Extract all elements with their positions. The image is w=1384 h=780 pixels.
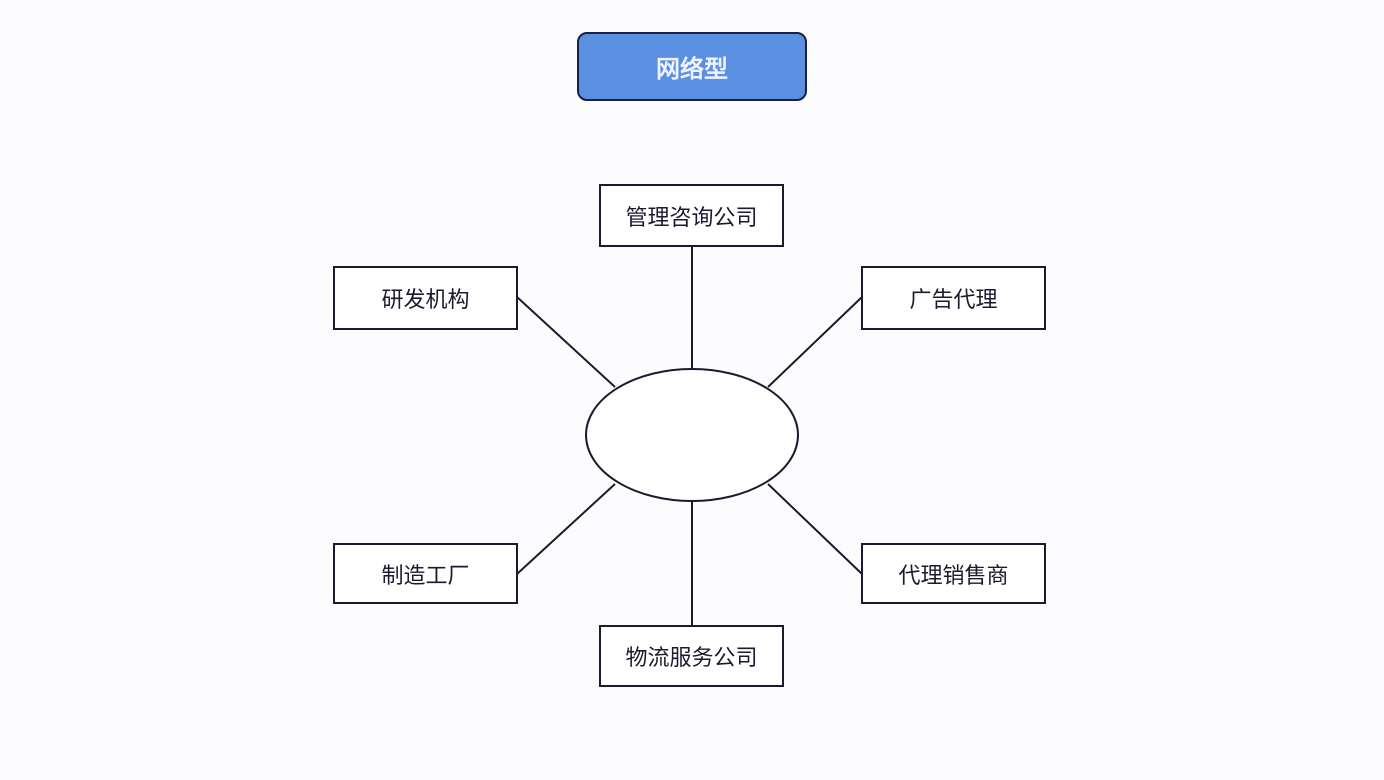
node-logistics-company: 物流服务公司 [599, 625, 784, 687]
node-manufacturing-plant: 制造工厂 [333, 543, 518, 604]
diagram-title: 网络型 [577, 32, 807, 101]
connector-lower-left [516, 483, 616, 575]
center-hub [585, 368, 799, 502]
connector-lower-right [767, 483, 863, 575]
node-advertising-agency: 广告代理 [861, 266, 1046, 330]
connector-upper-left [516, 296, 616, 388]
node-sales-agent: 代理销售商 [861, 543, 1046, 604]
connector-upper-right [767, 296, 863, 388]
node-rnd-institution: 研发机构 [333, 266, 518, 330]
node-management-consulting: 管理咨询公司 [599, 184, 784, 247]
